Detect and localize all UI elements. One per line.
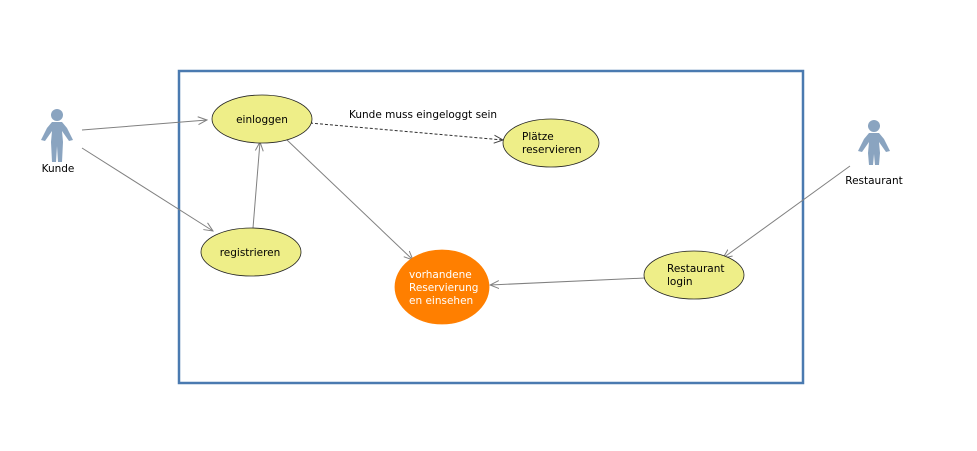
- use-case-einsehen-line1: vorhandene: [409, 269, 472, 281]
- use-case-plaetze-line1: Plätze: [522, 131, 554, 143]
- actor-restaurant-label: Restaurant: [845, 175, 902, 187]
- actor-kunde-label: Kunde: [42, 163, 75, 175]
- use-case-einloggen: einloggen: [211, 94, 313, 144]
- use-case-registrieren-label: registrieren: [220, 247, 281, 259]
- use-case-einloggen-label: einloggen: [236, 114, 288, 126]
- dependency-einloggen-reservieren: [309, 122, 503, 140]
- use-case-reservierungen-einsehen: vorhandene Reservierung en einsehen: [394, 249, 490, 325]
- use-case-einsehen-line3: en einsehen: [409, 295, 473, 307]
- stick-figure-icon: [41, 109, 73, 162]
- use-case-restaurant-login-line2: login: [667, 276, 693, 288]
- actor-kunde: Kunde: [41, 109, 74, 175]
- association-kunde-einloggen: [81, 120, 207, 131]
- use-case-registrieren: registrieren: [200, 227, 302, 277]
- use-case-plaetze-line2: reservieren: [522, 144, 582, 156]
- association-einloggen-reservierung: [286, 139, 413, 260]
- association-kunde-registrieren: [81, 147, 213, 231]
- use-case-restaurant-login-line1: Restaurant: [667, 263, 724, 275]
- actor-restaurant: Restaurant: [845, 120, 903, 187]
- dependency-note: Kunde muss eingeloggt sein: [349, 109, 497, 121]
- association-registrieren-einloggen: [252, 142, 260, 229]
- use-case-einsehen-line2: Reservierung: [409, 282, 478, 294]
- use-case-restaurant-login: Restaurant login: [643, 250, 745, 300]
- association-restaurant-login: [723, 165, 851, 258]
- association-restaurantlogin-reservierung: [490, 277, 646, 285]
- stick-figure-icon: [858, 120, 890, 165]
- use-case-plaetze-reservieren: Plätze reservieren: [502, 118, 600, 168]
- system-boundary: [177, 69, 805, 385]
